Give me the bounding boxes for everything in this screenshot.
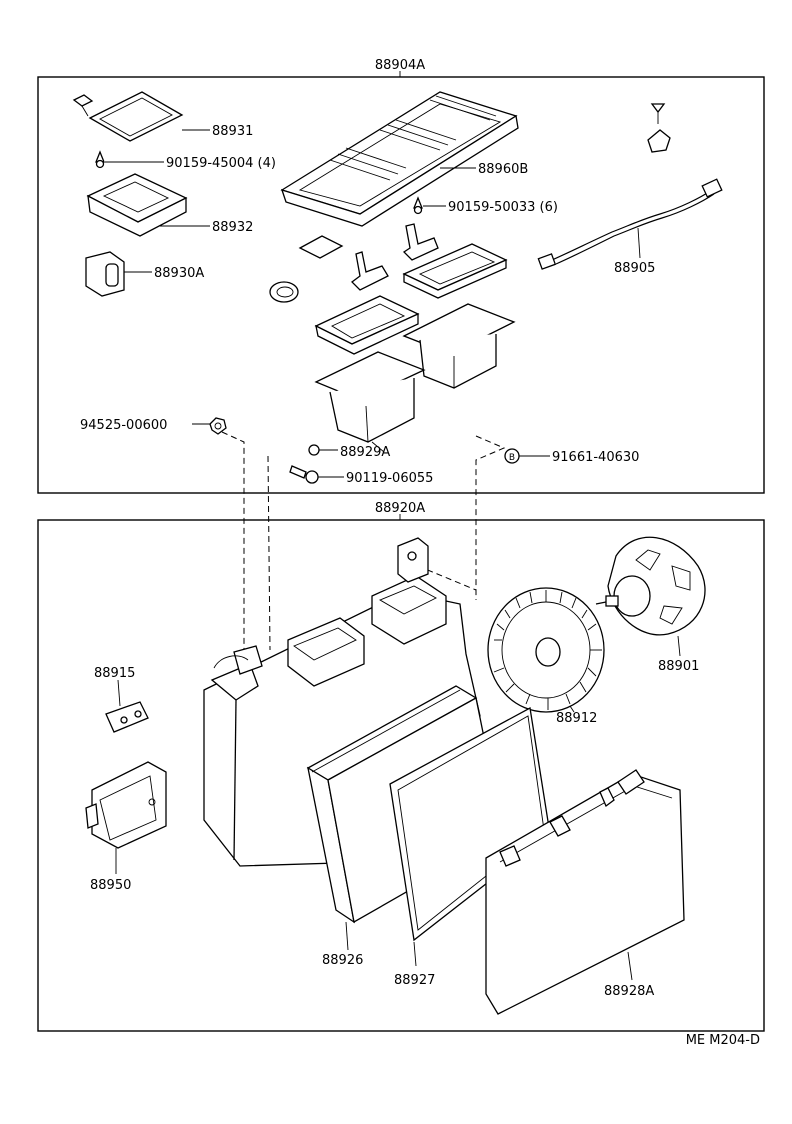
cover-plate-88931 bbox=[72, 91, 184, 142]
label-88901: 88901 bbox=[658, 659, 699, 674]
duct-frame-2 bbox=[314, 295, 420, 355]
label-88928a: 88928A bbox=[604, 984, 654, 999]
upper-assembly-frame bbox=[37, 76, 765, 494]
label-94525-00600: 94525-00600 bbox=[80, 418, 167, 433]
label-90159-50033: 90159-50033 (6) bbox=[448, 200, 558, 215]
bolt-90119-06055 bbox=[289, 465, 319, 484]
label-91661-40630: 91661-40630 bbox=[552, 450, 639, 465]
label-88930a: 88930A bbox=[154, 266, 204, 281]
duct-box-4 bbox=[314, 351, 426, 443]
diagram-code: ME M204-D bbox=[686, 1033, 760, 1048]
blower-motor-88901 bbox=[595, 536, 706, 636]
lower-assembly-label: 88920A bbox=[375, 501, 425, 516]
duct-box-3 bbox=[402, 303, 516, 389]
callout-b-letter: B bbox=[509, 453, 515, 463]
label-88929a: 88929A bbox=[340, 445, 390, 460]
callout-b: B bbox=[504, 448, 520, 464]
actuator-88950 bbox=[85, 761, 167, 849]
label-88950: 88950 bbox=[90, 878, 131, 893]
lower-assembly-frame bbox=[37, 519, 765, 1032]
bracket-left bbox=[351, 251, 389, 291]
label-88960b: 88960B bbox=[478, 162, 528, 177]
screw-90159-45004 bbox=[95, 150, 105, 169]
gasket-pad bbox=[298, 235, 344, 259]
label-90159-45004: 90159-45004 (4) bbox=[166, 156, 276, 171]
label-88912: 88912 bbox=[556, 711, 597, 726]
label-88932: 88932 bbox=[212, 220, 253, 235]
nut-94525-00600 bbox=[209, 417, 227, 435]
label-88931: 88931 bbox=[212, 124, 253, 139]
dash-line-2 bbox=[267, 455, 271, 651]
ring-clip bbox=[269, 281, 299, 303]
duct-cover-88960b bbox=[280, 91, 519, 227]
fan-wheel-88912 bbox=[487, 587, 605, 713]
connector-88930a bbox=[85, 251, 125, 297]
dash-line-1 bbox=[221, 431, 245, 650]
clip-upper-right bbox=[647, 103, 671, 153]
bracket-right bbox=[402, 223, 439, 261]
upper-assembly-label: 88904A bbox=[375, 58, 425, 73]
tray-88932 bbox=[86, 173, 188, 237]
plate-88915 bbox=[105, 701, 149, 733]
screw-90159-50033 bbox=[413, 196, 423, 215]
dash-line-3 bbox=[475, 435, 506, 600]
label-90119-06055: 90119-06055 bbox=[346, 471, 433, 486]
duct-frame-1 bbox=[402, 243, 508, 299]
cover-88928a bbox=[485, 769, 685, 1015]
wire-harness-88905 bbox=[537, 178, 723, 270]
label-88927: 88927 bbox=[394, 973, 435, 988]
label-88905: 88905 bbox=[614, 261, 655, 276]
label-88915: 88915 bbox=[94, 666, 135, 681]
screw-88929a bbox=[308, 444, 338, 456]
label-88926: 88926 bbox=[322, 953, 363, 968]
